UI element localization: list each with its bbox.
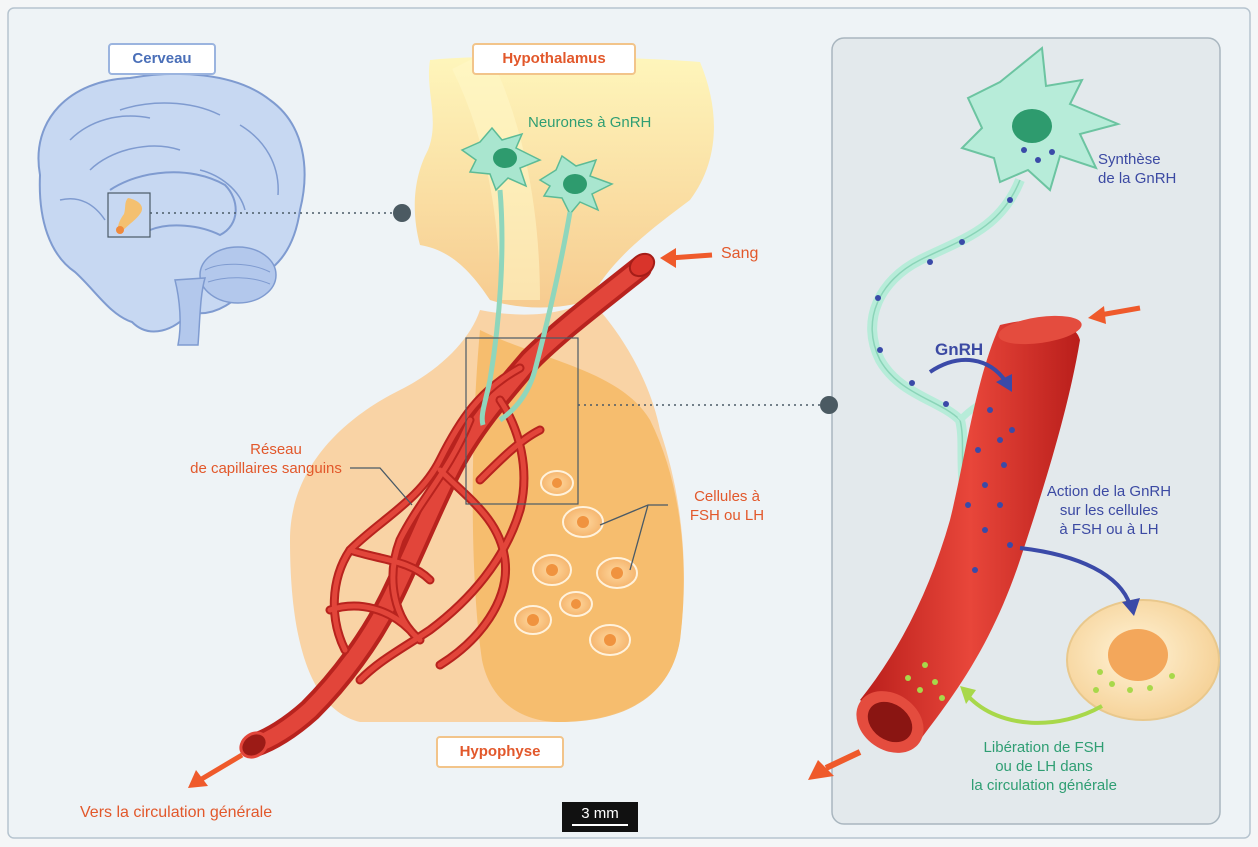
synthese-label-line2: de la GnRH bbox=[1098, 169, 1176, 188]
hypothalamus-label: Hypothalamus bbox=[472, 43, 636, 75]
action-label: Action de la GnRH sur les cellules à FSH… bbox=[1030, 482, 1188, 539]
target-cell bbox=[1067, 600, 1219, 720]
scale-bar: 3 mm bbox=[562, 802, 638, 832]
liberation-label-line1: Libération de FSH bbox=[942, 738, 1146, 757]
cellules-label-line1: Cellules à bbox=[672, 487, 782, 506]
cerveau-label: Cerveau bbox=[108, 43, 216, 75]
action-label-line3: à FSH ou à LH bbox=[1030, 520, 1188, 539]
scale-label: 3 mm bbox=[581, 805, 619, 822]
neurones-label: Neurones à GnRH bbox=[528, 114, 651, 131]
reseau-label-line2: de capillaires sanguins bbox=[180, 459, 352, 478]
synthese-label-line1: Synthèse bbox=[1098, 150, 1176, 169]
hypophysis-connector-dot bbox=[820, 396, 838, 414]
synthese-label: Synthèse de la GnRH bbox=[1098, 150, 1176, 188]
liberation-label-line3: la circulation générale bbox=[942, 776, 1146, 795]
reseau-label: Réseau de capillaires sanguins bbox=[200, 440, 352, 478]
hypophyse-label: Hypophyse bbox=[436, 736, 564, 768]
sang-label: Sang bbox=[721, 245, 758, 263]
cellules-label-line2: FSH ou LH bbox=[672, 506, 782, 525]
vers-label: Vers la circulation générale bbox=[80, 804, 272, 822]
action-label-line2: sur les cellules bbox=[1030, 501, 1188, 520]
liberation-label-line2: ou de LH dans bbox=[942, 757, 1146, 776]
reseau-label-line1: Réseau bbox=[200, 440, 352, 459]
gnrh-label: GnRH bbox=[935, 340, 983, 360]
liberation-label: Libération de FSH ou de LH dans la circu… bbox=[942, 738, 1146, 795]
cellules-label: Cellules à FSH ou LH bbox=[672, 487, 782, 525]
brain-connector-dot bbox=[393, 204, 411, 222]
action-label-line1: Action de la GnRH bbox=[1030, 482, 1188, 501]
scale-line bbox=[572, 824, 628, 826]
